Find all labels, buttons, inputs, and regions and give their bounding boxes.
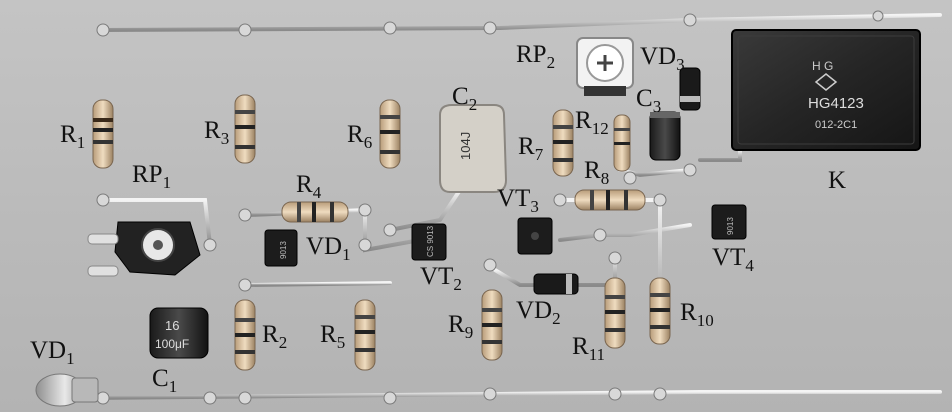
label-rp1-base: RP — [132, 161, 163, 188]
label-rp2-base: RP — [516, 41, 547, 68]
rp1-trimmer-potentiometer — [87, 221, 201, 277]
label-rp1-sub: 1 — [162, 173, 172, 192]
label-r3: R3 — [204, 118, 229, 147]
label-vd1-mid-sub: 1 — [342, 245, 351, 264]
solder-joints — [96, 10, 884, 405]
label-vt2: VT2 — [420, 264, 462, 293]
relay-k: H G HG4123 012-2C1 — [731, 29, 921, 151]
label-r2-sub: 2 — [278, 333, 288, 352]
c1-voltage-text: 16 — [165, 318, 179, 333]
label-r6-base: R — [347, 121, 364, 148]
label-vd2-base: VD — [516, 297, 553, 324]
rp2-trimmer-potentiometer — [576, 37, 634, 96]
label-r6-sub: 6 — [363, 133, 373, 152]
label-vt4: VT4 — [712, 245, 754, 274]
c3-electrolytic-capacitor — [649, 111, 681, 161]
vertical-resistors — [92, 94, 671, 371]
label-r2-base: R — [262, 321, 279, 348]
label-r10-sub: 10 — [696, 311, 714, 330]
c1-capacitance-text: 100μF — [155, 337, 189, 351]
label-rp2-sub: 2 — [546, 53, 556, 72]
c1-electrolytic-capacitor: 16 100μF — [149, 307, 209, 359]
label-vt3-sub: 3 — [530, 197, 539, 216]
label-vd1-left: VD1 — [30, 338, 75, 367]
label-r5-base: R — [320, 321, 337, 348]
label-r1-base: R — [60, 121, 77, 148]
horizontal-resistors — [281, 189, 646, 223]
vt2-mark-text: CS 9013 — [426, 225, 435, 257]
vd2-diode — [533, 273, 579, 295]
label-c3-base: C — [636, 85, 653, 112]
label-r4-base: R — [296, 171, 313, 198]
label-r4: R4 — [296, 172, 321, 201]
label-r3-sub: 3 — [220, 129, 230, 148]
vd1-led — [35, 373, 99, 407]
label-r12-sub: 12 — [591, 119, 609, 138]
label-c3: C3 — [636, 86, 661, 115]
label-r12: R12 — [575, 108, 609, 137]
label-r11-base: R — [572, 333, 589, 360]
label-vt4-sub: 4 — [745, 256, 754, 275]
vt1-mark-text: 9013 — [279, 241, 288, 259]
label-r8-base: R — [584, 157, 601, 184]
vt4-mark-text: 9013 — [726, 217, 735, 235]
label-vd1-mid-base: VD — [306, 233, 343, 260]
label-r9-base: R — [448, 311, 465, 338]
transistors: 9013 CS 9013 9013 — [264, 204, 747, 267]
label-c3-sub: 3 — [652, 97, 662, 116]
label-vd2-sub: 2 — [552, 309, 561, 328]
label-c2: C2 — [452, 84, 477, 113]
label-vd3-sub: 3 — [676, 55, 685, 74]
label-r7-sub: 7 — [534, 145, 544, 164]
label-r8-sub: 8 — [600, 169, 610, 188]
label-r8: R8 — [584, 158, 609, 187]
label-r11-sub: 11 — [588, 345, 606, 364]
relay-model-text: HG4123 — [808, 95, 864, 112]
label-vd3-base: VD — [640, 43, 677, 70]
label-vt3: VT3 — [497, 186, 539, 215]
vd3-diode — [679, 67, 701, 111]
label-r10-base: R — [680, 299, 697, 326]
label-vd1-mid: VD1 — [306, 234, 351, 263]
relay-code-text: 012-2C1 — [815, 119, 857, 131]
label-r5-sub: 5 — [336, 333, 346, 352]
label-r12-base: R — [575, 107, 592, 134]
label-vt2-base: VT — [420, 263, 454, 290]
label-r7-base: R — [518, 133, 535, 160]
label-r6: R6 — [347, 122, 372, 151]
label-c2-base: C — [452, 83, 469, 110]
label-rp2: RP2 — [516, 42, 555, 71]
label-c1-base: C — [152, 365, 169, 392]
label-r7: R7 — [518, 134, 543, 163]
label-vd2: VD2 — [516, 298, 561, 327]
label-vt2-sub: 2 — [453, 275, 462, 294]
label-r10: R10 — [680, 300, 714, 329]
label-r1: R1 — [60, 122, 85, 151]
label-rp1: RP1 — [132, 162, 171, 191]
label-k: K — [828, 168, 846, 193]
label-c2-sub: 2 — [468, 95, 478, 114]
label-vd1-left-base: VD — [30, 337, 67, 364]
relay-logo-text: H G — [812, 59, 833, 73]
label-r5: R5 — [320, 322, 345, 351]
label-r3-base: R — [204, 117, 221, 144]
label-vt4-base: VT — [712, 244, 746, 271]
label-vt3-base: VT — [497, 185, 531, 212]
label-k-base: K — [828, 167, 847, 194]
label-r9-sub: 9 — [464, 323, 474, 342]
label-c1-sub: 1 — [168, 377, 178, 396]
label-r2: R2 — [262, 322, 287, 351]
label-c1: C1 — [152, 366, 177, 395]
label-vd3: VD3 — [640, 44, 685, 73]
c2-film-capacitor: 104J — [439, 104, 508, 193]
label-vd1-left-sub: 1 — [66, 349, 75, 368]
c2-value-text: 104J — [458, 132, 473, 160]
label-r11: R11 — [572, 334, 605, 363]
label-r1-sub: 1 — [76, 133, 86, 152]
label-r9: R9 — [448, 312, 473, 341]
label-r4-sub: 4 — [312, 183, 322, 202]
